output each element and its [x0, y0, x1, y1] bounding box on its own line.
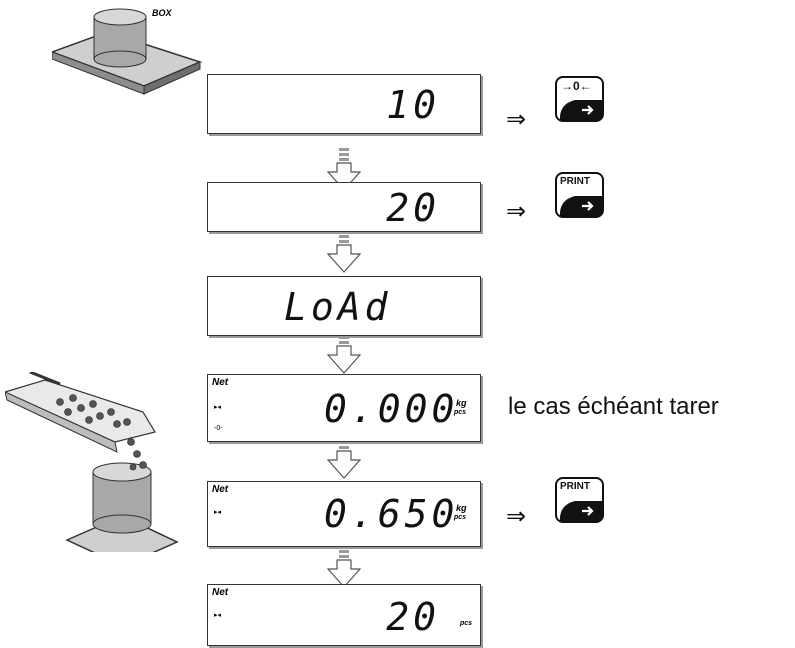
display-1: 10 [207, 74, 481, 134]
display-value: LoAd [284, 285, 392, 329]
flow-arrow-3 [327, 330, 361, 374]
display-value: 10 [386, 83, 440, 127]
unit-kg: kg [456, 398, 467, 408]
flow-arrow-2 [327, 229, 361, 273]
unit-pcs: pcs [454, 514, 467, 521]
stable-indicator: ▸◂ [214, 404, 222, 411]
tare-note: le cas échéant tarer [508, 393, 719, 420]
display-6: Net ▸◂ 20 pcs [207, 584, 481, 646]
unit-pcs: pcs [454, 409, 467, 416]
display-4: Net ▸◂ -0- 0.000 kg pcs [207, 374, 481, 442]
zero-indicator: -0- [214, 425, 223, 432]
display-2: 20 [207, 182, 481, 232]
net-indicator: Net [212, 587, 229, 598]
display-value: 0.000 [324, 387, 459, 431]
flow-arrow-5 [327, 544, 361, 588]
print-key-icon [555, 172, 604, 218]
unit-kg: kg [456, 503, 467, 513]
scoop-with-parts-illustration [5, 372, 179, 552]
display-5: Net ▸◂ 0.650 kg pcs [207, 481, 481, 547]
zero-key-icon [555, 76, 604, 122]
implies-arrow: ⇒ [506, 105, 527, 133]
implies-arrow: ⇒ [506, 197, 527, 225]
zero-key-label: →0← [561, 79, 592, 93]
box-label: BOX [152, 8, 172, 18]
net-indicator: Net [212, 484, 229, 495]
stable-indicator: ▸◂ [214, 509, 222, 516]
display-value: 0.650 [324, 492, 459, 536]
print-key-icon [555, 477, 604, 523]
flow-arrow-4 [327, 435, 361, 479]
display-value: 20 [386, 186, 440, 230]
display-3: LoAd [207, 276, 481, 336]
box-on-scale-illustration [52, 8, 202, 95]
print-key-button[interactable]: PRINT [555, 172, 604, 218]
stable-indicator: ▸◂ [214, 612, 222, 619]
print-key-label: PRINT [560, 481, 590, 492]
print-key-label: PRINT [560, 176, 590, 187]
display-value: 20 [386, 595, 440, 639]
print-key-button-2[interactable]: PRINT [555, 477, 604, 523]
unit-pcs: pcs [460, 620, 473, 627]
net-indicator: Net [212, 377, 229, 388]
implies-arrow: ⇒ [506, 502, 527, 530]
zero-key-button[interactable]: →0← [555, 76, 604, 122]
